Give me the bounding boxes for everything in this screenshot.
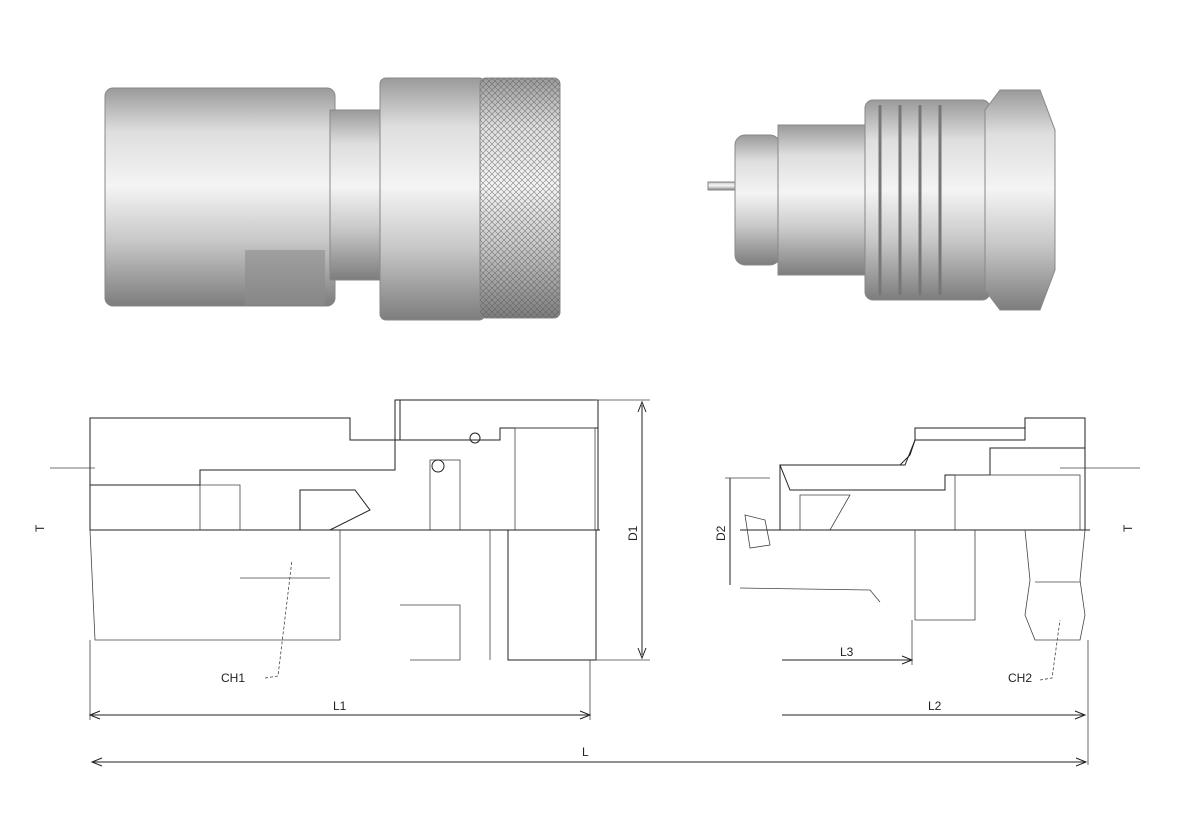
d1-label: D1	[626, 525, 640, 541]
female-coupler-photo	[104, 77, 561, 321]
ch2-label: CH2	[1008, 671, 1032, 685]
d2-label: D2	[714, 525, 728, 541]
t-right-label: T	[1121, 524, 1135, 532]
ch1-label: CH1	[221, 671, 245, 685]
male-plug-photo	[707, 89, 1056, 311]
male-plug-section	[739, 417, 1090, 641]
l3-label: L3	[840, 645, 854, 659]
l2-label: L2	[928, 699, 942, 713]
l1-label: L1	[333, 699, 347, 713]
l-label: L	[582, 745, 589, 759]
dimensions	[50, 399, 1140, 767]
t-left-label: T	[33, 524, 47, 532]
female-coupler-section	[89, 399, 600, 661]
